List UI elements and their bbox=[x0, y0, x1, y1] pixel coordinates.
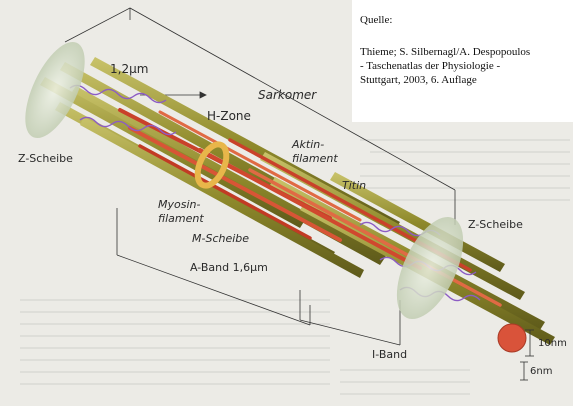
source-line-2: - Taschenatlas der Physiologie - bbox=[360, 60, 501, 72]
aktin-filament-label-1: Aktin- bbox=[292, 138, 325, 151]
h-zone-label: H-Zone bbox=[207, 109, 251, 123]
titin-label: Titin bbox=[342, 179, 367, 192]
source-heading: Quelle: bbox=[360, 14, 393, 26]
z-scheibe-left-disc bbox=[25, 41, 85, 139]
actin-filament bbox=[138, 144, 312, 240]
z-scheibe-right-disc bbox=[396, 216, 464, 320]
cross-section-end bbox=[497, 323, 527, 353]
actin-filament bbox=[158, 110, 362, 222]
i-band-label: I-Band bbox=[372, 348, 408, 361]
titin-filament bbox=[69, 84, 167, 104]
m-scheibe-label: M-Scheibe bbox=[192, 232, 250, 245]
dimension-markers bbox=[520, 329, 534, 381]
source-line-1: Thieme; S. Silbernagl/A. Despopoulos bbox=[360, 46, 531, 58]
myosin-filament-label-2: filament bbox=[158, 212, 204, 225]
dim-6nm-label: 6nm bbox=[530, 366, 553, 377]
sarkomer-width-label: 1,2µm bbox=[110, 62, 149, 76]
actin-filament bbox=[128, 126, 342, 242]
myosin-filament bbox=[80, 117, 364, 278]
a-band-label: A-Band 1,6µm bbox=[190, 261, 268, 274]
sarkomer-label: Sarkomer bbox=[258, 88, 317, 102]
source-line-3: Stuttgart, 2003, 6. Auflage bbox=[360, 74, 477, 86]
m-scheibe-disc bbox=[194, 141, 230, 189]
dim-10nm-label: 10nm bbox=[538, 338, 567, 349]
z-scheibe-right-label: Z-Scheibe bbox=[468, 218, 523, 231]
source-citation-box: Quelle: Thieme; S. Silbernagl/A. Despopo… bbox=[352, 0, 573, 122]
z-scheibe-left-label: Z-Scheibe bbox=[18, 152, 73, 165]
myosin-filament-label-1: Myosin- bbox=[158, 198, 201, 211]
background-print-texture bbox=[20, 139, 570, 395]
titin-filament bbox=[79, 116, 177, 136]
actin-filament bbox=[248, 168, 502, 307]
actin-filament bbox=[198, 148, 422, 270]
aktin-filament-label-2: filament bbox=[292, 152, 338, 165]
